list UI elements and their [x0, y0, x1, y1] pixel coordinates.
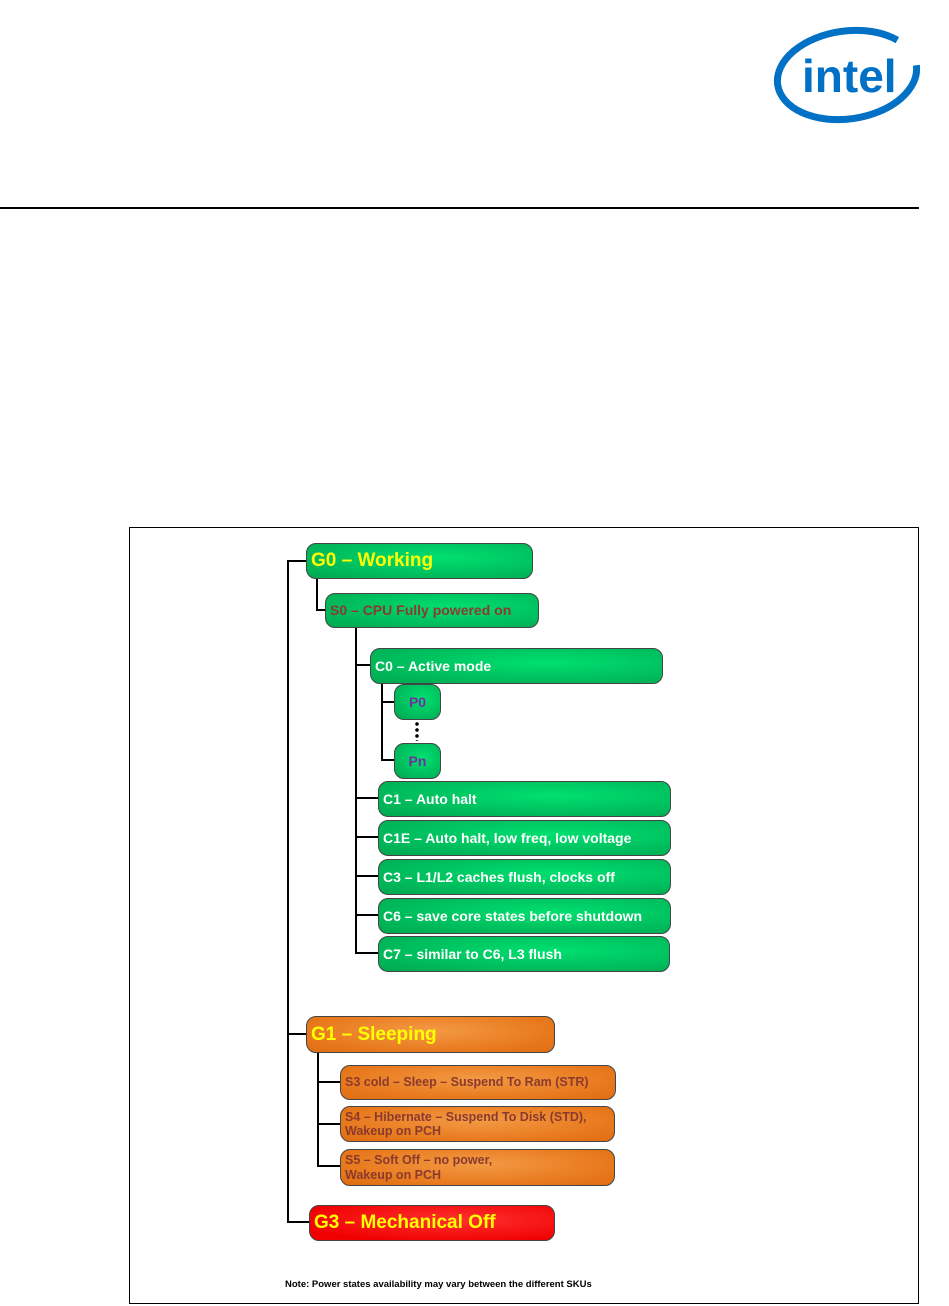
figure-frame	[129, 527, 919, 1304]
connector	[287, 560, 307, 562]
state-s4: S4 – Hibernate – Suspend To Disk (STD), …	[340, 1106, 615, 1142]
state-s3: S3 cold – Sleep – Suspend To Ram (STR)	[340, 1065, 616, 1100]
state-c1: C1 – Auto halt	[378, 781, 671, 817]
connector	[355, 875, 379, 877]
s5-line2: Wakeup on PCH	[345, 1167, 442, 1182]
connector	[287, 1221, 310, 1223]
connector	[317, 1081, 341, 1083]
connector	[317, 1052, 319, 1166]
connector	[355, 836, 379, 838]
state-pn: Pn	[394, 743, 441, 779]
state-c6: C6 – save core states before shutdown	[378, 898, 671, 934]
connector	[317, 1165, 341, 1167]
connector	[355, 664, 371, 666]
connector	[381, 759, 395, 761]
connector	[355, 627, 357, 954]
state-c3: C3 – L1/L2 caches flush, clocks off	[378, 859, 671, 895]
connector	[287, 560, 289, 1223]
state-g0: G0 – Working	[306, 543, 533, 579]
connector	[355, 797, 379, 799]
connector	[381, 701, 395, 703]
connector	[316, 609, 326, 611]
state-p0: P0	[394, 684, 441, 720]
state-c7: C7 – similar to C6, L3 flush	[378, 936, 670, 972]
connector	[355, 952, 379, 954]
state-c0: C0 – Active mode	[370, 648, 663, 684]
header-rule	[0, 207, 919, 209]
s5-line1: S5 – Soft Off – no power,	[345, 1153, 493, 1168]
state-g1: G1 – Sleeping	[306, 1016, 555, 1053]
connector	[381, 683, 383, 761]
connector	[287, 1033, 307, 1035]
connector	[316, 578, 318, 611]
state-g3: G3 – Mechanical Off	[309, 1205, 555, 1241]
intel-logo: intel	[773, 26, 921, 124]
connector	[355, 914, 379, 916]
s4-line1: S4 – Hibernate – Suspend To Disk (STD),	[345, 1109, 587, 1124]
logo-text: intel	[802, 50, 897, 102]
state-s0: S0 – CPU Fully powered on	[325, 593, 539, 628]
state-c1e: C1E – Auto halt, low freq, low voltage	[378, 820, 671, 856]
state-s5: S5 – Soft Off – no power, Wakeup on PCH	[340, 1149, 615, 1186]
footnote: Note: Power states availability may vary…	[285, 1279, 592, 1290]
s4-line2: Wakeup on PCH	[345, 1124, 442, 1138]
connector	[317, 1123, 341, 1125]
ellipsis-dots	[415, 721, 419, 741]
